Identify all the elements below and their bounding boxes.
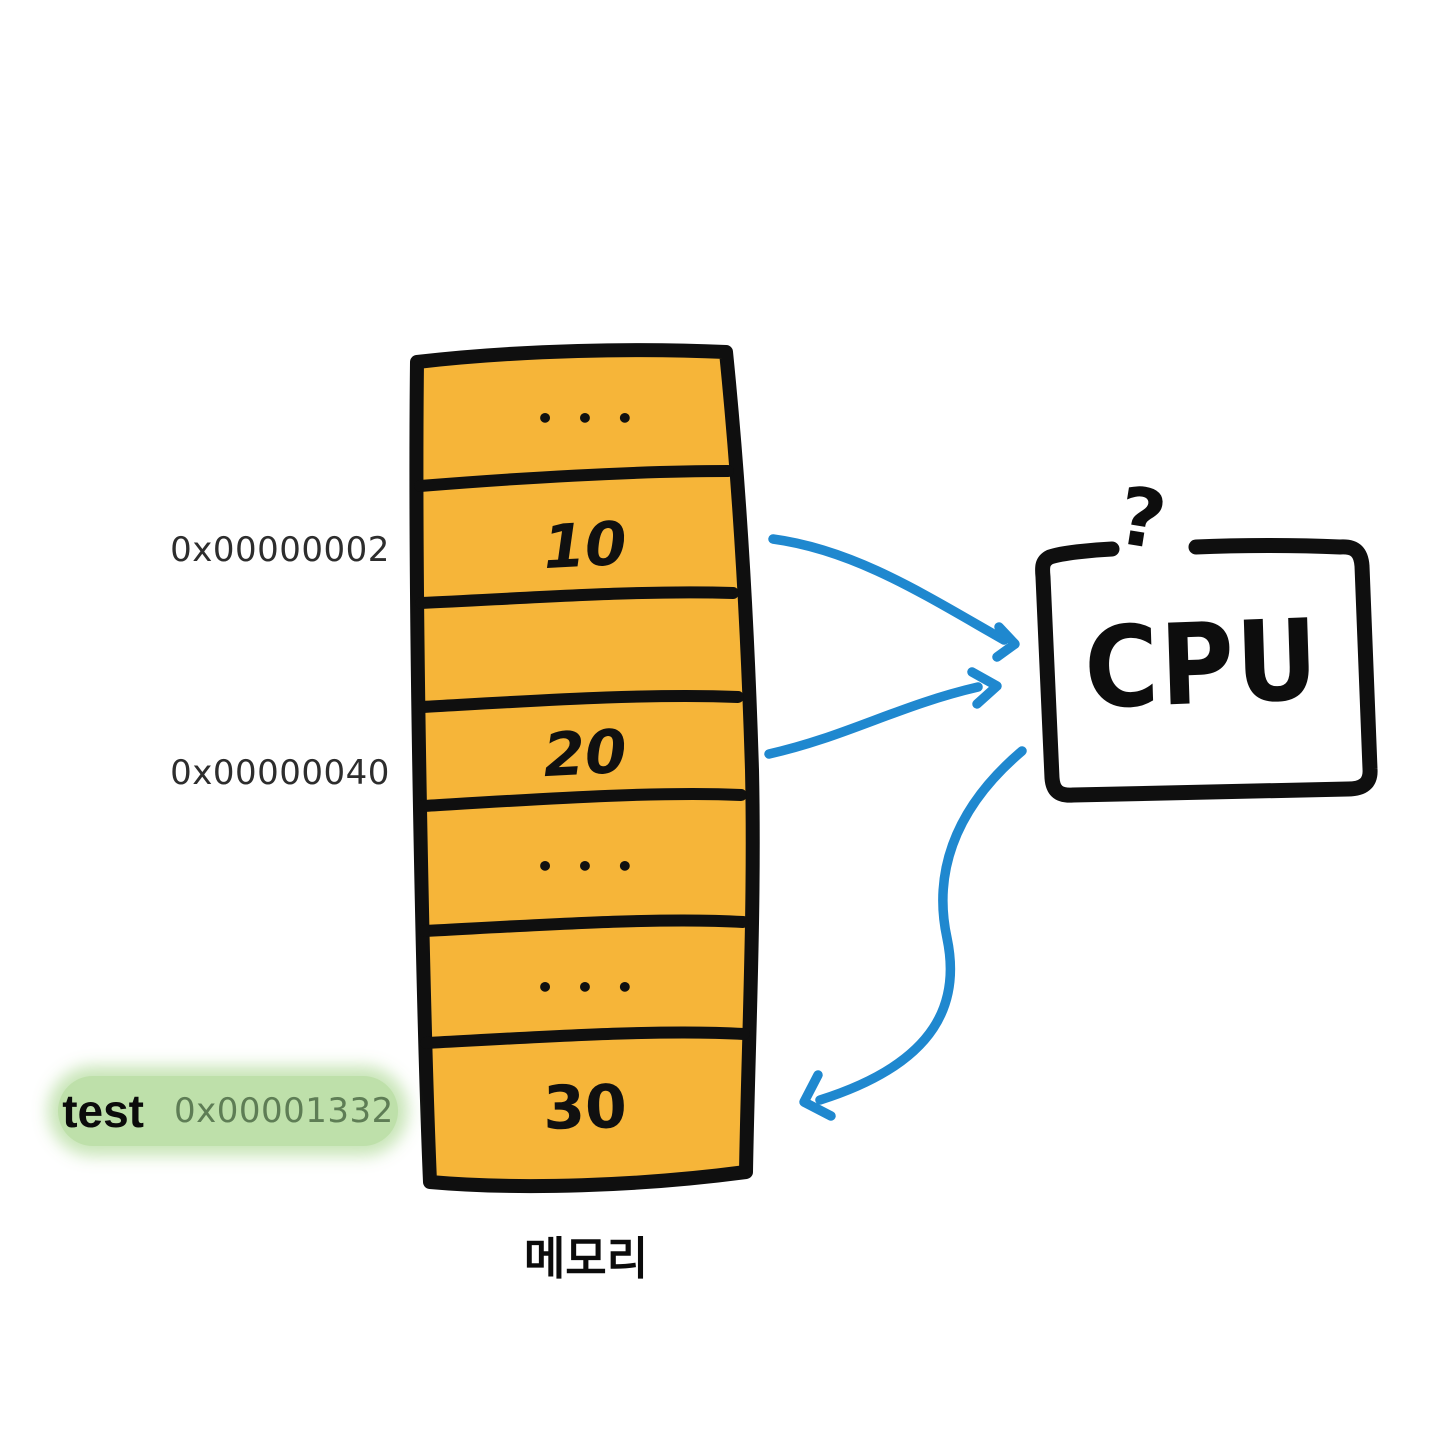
- arrow-cell20-to-cpu-head: [967, 667, 1002, 709]
- address-label-0x00000040: 0x00000040: [170, 753, 390, 793]
- memory-cell-value-10: 10: [541, 508, 629, 584]
- memory-cell-value-30: 30: [542, 1072, 628, 1144]
- variable-highlight: test 0x00001332: [58, 1076, 398, 1146]
- memory-cell-value-20: 20: [541, 716, 629, 792]
- cell-dividers: [414, 465, 750, 1049]
- arrow-cell20-to-cpu: [764, 682, 983, 759]
- arrow-cpu-to-cell30: [815, 746, 1027, 1105]
- memory-cell-ellipsis-3: •••: [536, 970, 656, 1004]
- address-label-0x00000002: 0x00000002: [170, 530, 390, 570]
- memory-cell-ellipsis-1: •••: [536, 401, 656, 435]
- arrow-cpu-to-cell30-head: [799, 1070, 836, 1121]
- variable-address: 0x00001332: [174, 1091, 394, 1131]
- memory-caption: 메모리: [523, 1233, 649, 1284]
- data-flow-arrows: [764, 534, 1027, 1121]
- memory-column-shape: [409, 343, 760, 1194]
- memory-cell-ellipsis-2: •••: [536, 849, 656, 883]
- memory-cell-empty: [432, 615, 738, 691]
- cpu-label: CPU: [1082, 595, 1322, 735]
- arrow-cell10-to-cpu: [768, 534, 1009, 645]
- variable-name: test: [62, 1085, 144, 1137]
- cpu-box-outline: [1035, 538, 1378, 803]
- arrow-cell10-to-cpu-head: [992, 622, 1020, 662]
